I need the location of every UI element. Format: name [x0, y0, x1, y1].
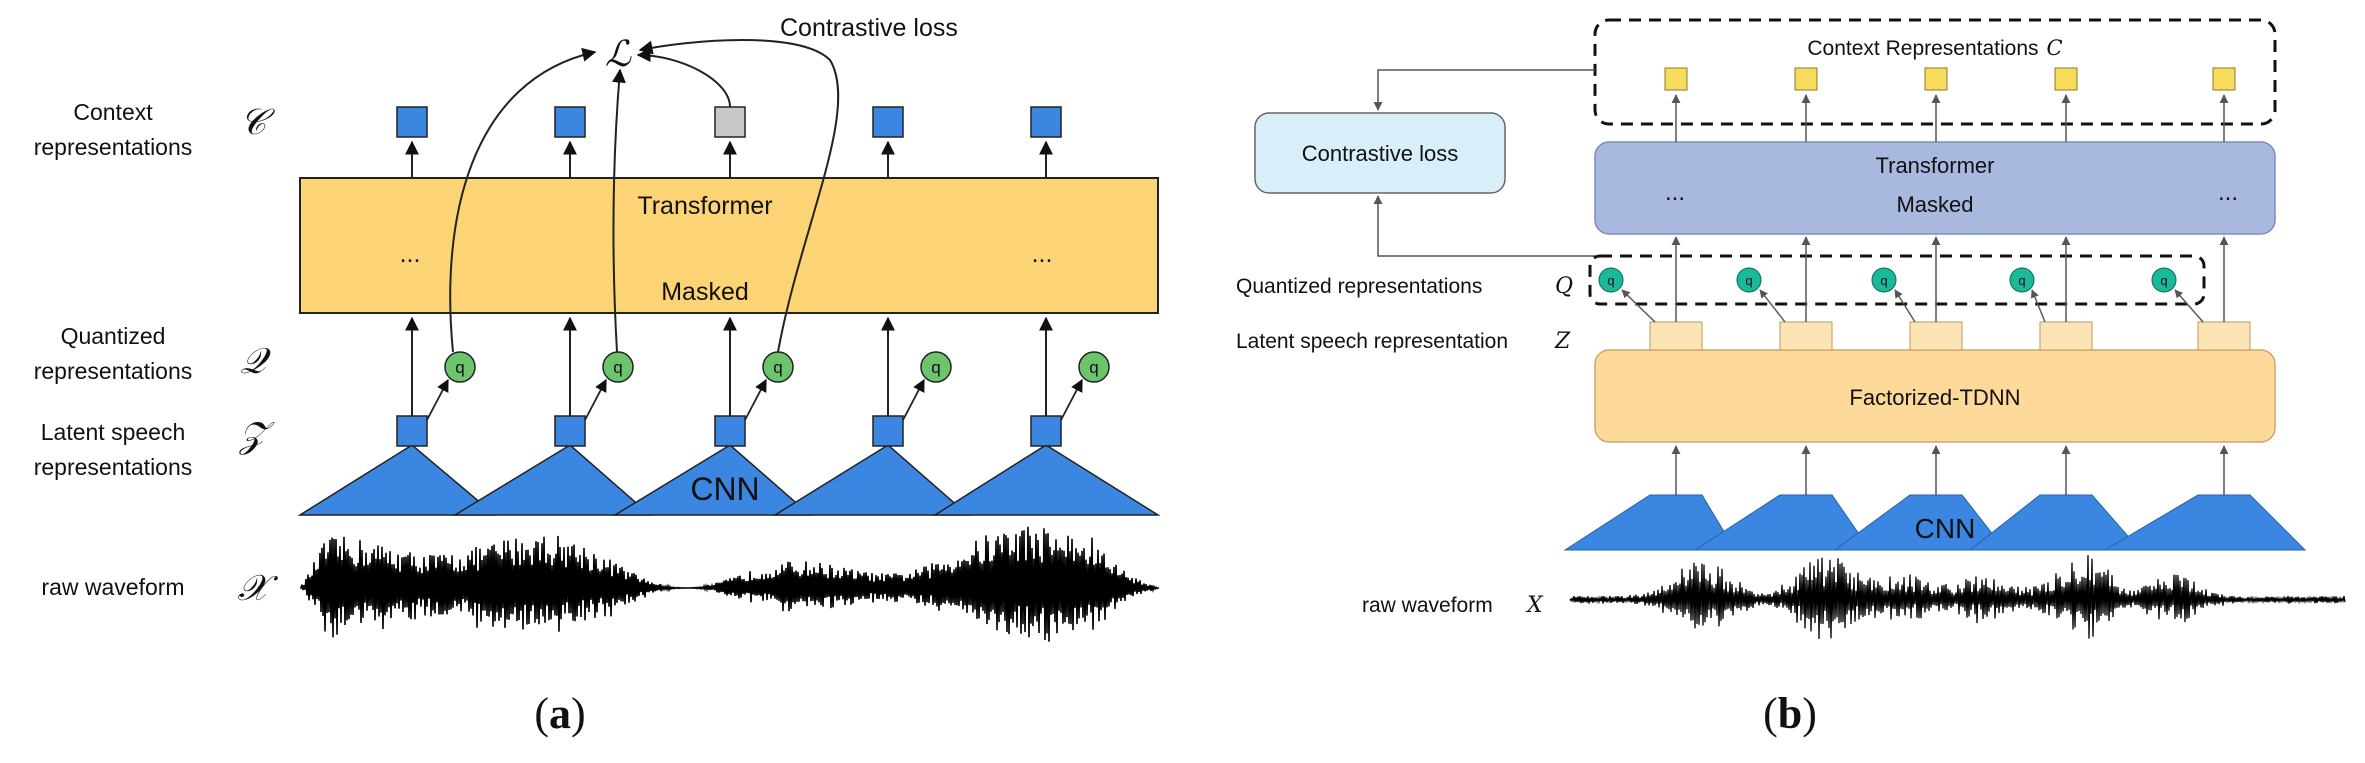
context-square-a: [396, 106, 428, 138]
q-node-a: [602, 351, 634, 383]
cnn-label-b: CNN: [1915, 513, 1976, 544]
context-square-b: [1664, 67, 1688, 91]
latent-square-a: [872, 415, 904, 447]
context-square-b: [1794, 67, 1818, 91]
q-node-a: [1078, 351, 1110, 383]
quantized-dashed-box-b: [1588, 254, 2206, 306]
context-square-b: [1924, 67, 1948, 91]
q-node-a: [762, 351, 794, 383]
tdnn-label-b: Factorized-TDNN: [1849, 385, 2020, 410]
context-square-a: [872, 106, 904, 138]
caption-a: (a): [534, 689, 585, 738]
ellipsis-left-a: ...: [400, 240, 421, 268]
latent-box-b: [1909, 321, 1963, 351]
masked-context-square-a: [714, 106, 746, 138]
q-node-b: [1598, 267, 1624, 293]
q-node-a: [444, 351, 476, 383]
q-node-b: [1871, 267, 1897, 293]
cnn-to-tdnn-arrows-b: [1671, 445, 2229, 495]
latent-label-a-line2: representations: [34, 454, 193, 480]
context-square-a: [1030, 106, 1062, 138]
q-glyph-b: q: [1880, 273, 1887, 288]
latent-column-a: q q q q q: [396, 316, 1110, 447]
context-square-b: [2054, 67, 2078, 91]
q-node-b: [1736, 267, 1762, 293]
contrastive-loss-box-b: [1254, 112, 1506, 194]
transformer-label-b: Transformer: [1876, 153, 1995, 178]
latent-square-a: [1030, 415, 1062, 447]
quantized-label-a-line1: Quantized: [61, 323, 166, 349]
quantized-label-a-line2: representations: [34, 358, 193, 384]
q-glyph-a: q: [931, 358, 940, 377]
q-glyph-a: q: [773, 358, 782, 377]
quantized-label-b: Quantized representations: [1236, 275, 1482, 298]
raw-waveform-a: [300, 526, 1159, 642]
raw-waveform-b: [1569, 555, 2346, 640]
latent-box-b: [1649, 321, 1703, 351]
latent-symbol-b: Z: [1554, 329, 1571, 354]
q-node-b: [2151, 267, 2177, 293]
quantized-to-loss-connector-b: [1373, 195, 1595, 257]
contrastive-loss-label-b: Contrastive loss: [1302, 141, 1459, 166]
q-glyph-a: q: [613, 358, 622, 377]
transformer-box-a: [299, 177, 1159, 314]
waveform-symbol-a: 𝒳: [238, 568, 279, 609]
latent-label-b: Latent speech representation: [1236, 330, 1508, 353]
context-squares-a: [396, 106, 1062, 178]
q-glyph-b: q: [2018, 273, 2025, 288]
cnn-encoder-a: [297, 444, 1161, 516]
contrastive-loss-title-a: Contrastive loss: [780, 14, 958, 42]
context-dashed-box-b: [1593, 18, 2277, 126]
masked-label-a: Masked: [661, 278, 749, 306]
waveform-symbol-b: X: [1525, 593, 1544, 618]
masked-label-b: Masked: [1896, 192, 1973, 217]
q-glyph-a: q: [455, 358, 464, 377]
context-squares-b: [1664, 67, 2236, 142]
quantized-symbol-b: Q: [1555, 274, 1573, 299]
quantized-symbol-a: 𝒬: [240, 341, 271, 382]
cnn-label-a: CNN: [690, 471, 759, 507]
latent-box-b: [1779, 321, 1833, 351]
contrastive-arrows-a: [449, 39, 840, 353]
ellipsis-left-b: ...: [1665, 179, 1685, 206]
latent-label-a-line1: Latent speech: [41, 419, 186, 445]
context-label-a-line2: representations: [34, 134, 193, 160]
transformer-label-a: Transformer: [637, 192, 772, 220]
context-square-a: [554, 106, 586, 138]
q-glyph-b: q: [2160, 273, 2167, 288]
latent-square-a: [714, 415, 746, 447]
latent-symbol-a: 𝒵: [238, 415, 275, 456]
q-node-b: [2009, 267, 2035, 293]
panel-a: Context representations 𝒞 Quantized repr…: [34, 14, 1161, 738]
q-glyph-a: q: [1089, 358, 1098, 377]
ellipsis-right-b: ...: [2218, 179, 2238, 206]
caption-b: (b): [1763, 689, 1817, 738]
waveform-label-a: raw waveform: [41, 574, 184, 600]
context-to-loss-connector-b: [1373, 69, 1595, 111]
cnn-encoder-b: [1563, 494, 2307, 551]
latent-square-a: [396, 415, 428, 447]
latent-box-b: [2039, 321, 2093, 351]
transformer-box-b: [1594, 141, 2276, 235]
loss-symbol-a: ℒ: [605, 34, 632, 75]
q-glyph-b: q: [1607, 273, 1614, 288]
context-square-b: [2212, 67, 2236, 91]
context-label-a-line1: Context: [73, 99, 153, 125]
latent-square-a: [554, 415, 586, 447]
latent-column-b: q q q q q: [1598, 236, 2251, 351]
q-glyph-b: q: [1745, 273, 1752, 288]
latent-box-b: [2197, 321, 2251, 351]
ellipsis-right-a: ...: [1032, 240, 1053, 268]
waveform-label-b: raw waveform: [1362, 594, 1493, 617]
q-node-a: [920, 351, 952, 383]
context-symbol-a: 𝒞: [240, 102, 276, 143]
